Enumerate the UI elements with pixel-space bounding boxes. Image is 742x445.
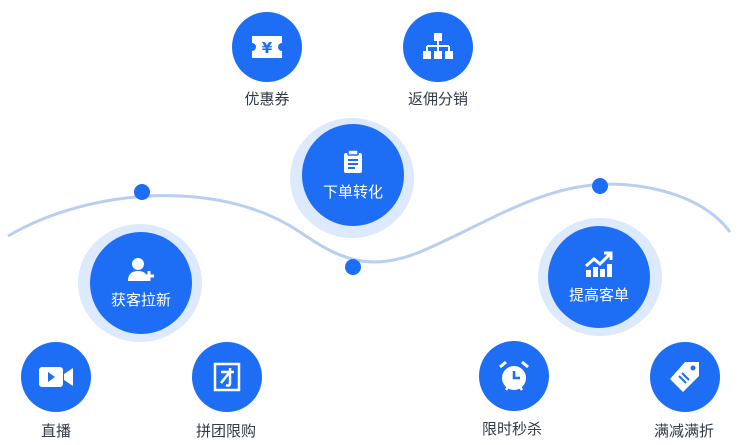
curve-dot-left [134,184,150,200]
live-stream-circle[interactable] [21,342,91,412]
group-buy-label: 拼团限购 [195,422,257,440]
clipboard-icon [344,148,362,173]
flash-sale-circle[interactable] [479,341,549,411]
coupon-label: 优惠券 [244,90,290,108]
customer-acquisition-circle[interactable]: 获客拉新 [90,232,192,334]
curve-dot-middle [345,259,361,275]
coupon-icon: ¥ [252,36,282,58]
curve-dot-right [592,178,608,194]
order-conversion-label: 下单转化 [322,182,383,201]
rebate-label: 返佣分销 [407,90,469,108]
group-buy-circle[interactable] [192,342,262,412]
coupon-circle[interactable]: ¥ [232,12,302,82]
add-user-icon [128,257,154,281]
live-stream-label: 直播 [40,422,72,440]
growth-chart-icon [585,251,613,277]
alarm-clock-icon [499,360,529,391]
price-tag-icon [670,362,699,392]
raise-order-value-label: 提高客单 [568,285,629,304]
raise-order-value-circle[interactable]: 提高客单 [548,226,650,328]
order-conversion-circle[interactable]: 下单转化 [302,124,404,226]
rebate-circle[interactable] [403,12,473,82]
customer-acquisition-label: 获客拉新 [110,290,171,309]
video-camera-icon [39,367,73,387]
full-reduction-circle[interactable] [650,342,720,412]
group-buy-icon [213,362,241,392]
full-reduction-label: 满减满折 [653,422,715,440]
hierarchy-icon [423,33,453,59]
svg-text:¥: ¥ [262,39,273,57]
flash-sale-label: 限时秒杀 [481,420,543,438]
